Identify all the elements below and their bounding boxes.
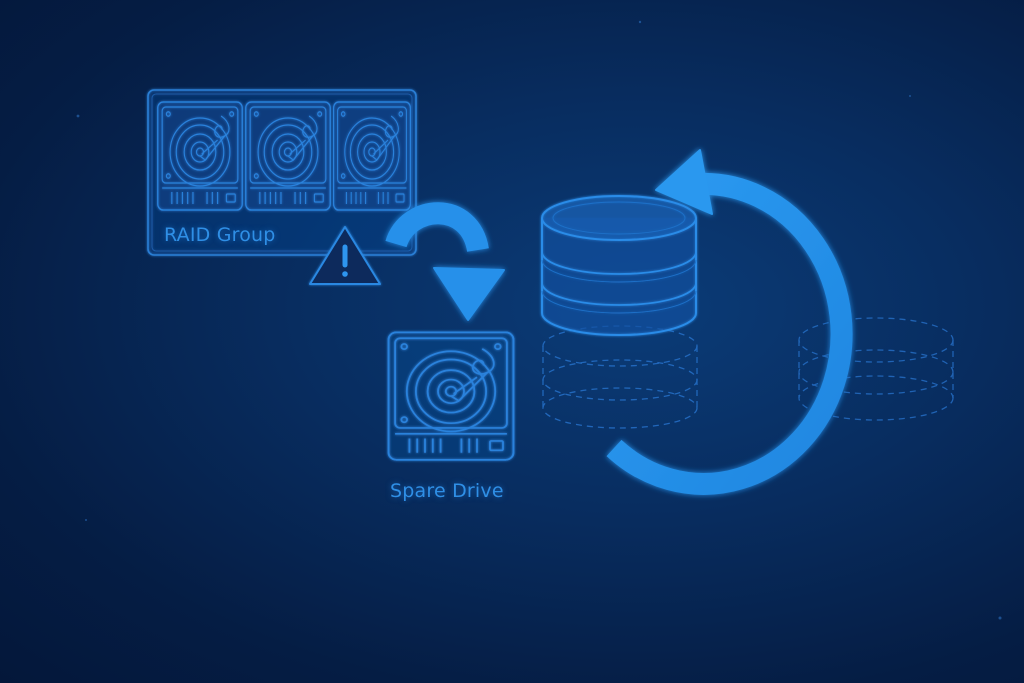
spare-hard-drive-icon — [387, 331, 515, 461]
raid-drive-3 — [332, 101, 412, 211]
raid-group-label: RAID Group — [164, 224, 276, 246]
spare-drive — [387, 331, 515, 461]
background-dots — [76, 20, 1002, 620]
curved-down-arrow-icon — [385, 202, 505, 321]
spare-drive-label: Spare Drive — [390, 480, 504, 502]
ghost-database-right — [798, 317, 954, 421]
raid-drive-2 — [245, 101, 331, 211]
raid-group — [147, 89, 417, 256]
raid-drive-1 — [157, 101, 243, 211]
database-cylinder-icon — [541, 195, 697, 336]
warning-triangle-icon — [309, 226, 381, 285]
ghost-database-left — [542, 325, 698, 429]
circular-rebuild-arrow-icon — [606, 149, 853, 495]
